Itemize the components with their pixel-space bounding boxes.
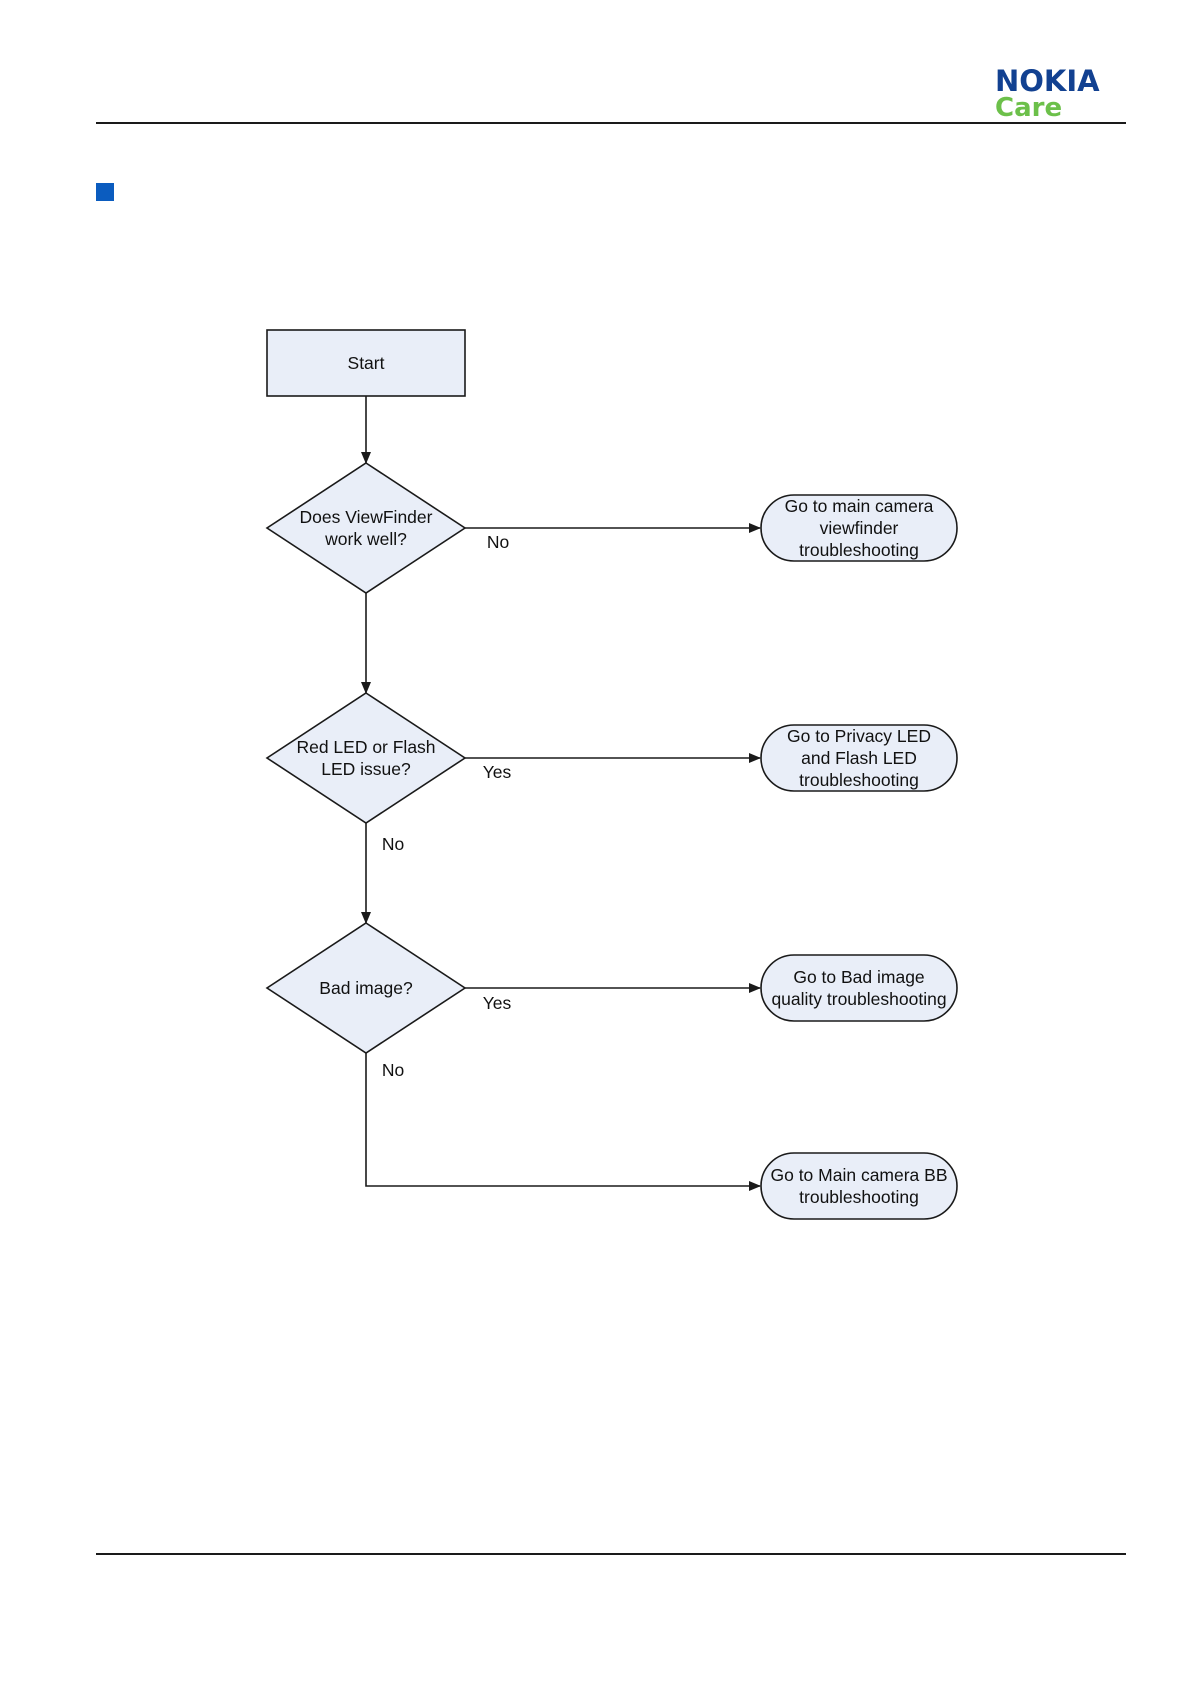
edge-label-q-bad-image-to-go-bad-image: Yes	[483, 993, 512, 1013]
node-text-go-viewfinder-line-0: Go to main camera	[785, 496, 934, 516]
node-text-q-bad-image-line-0: Bad image?	[319, 978, 413, 998]
node-text-start-line-0: Start	[348, 353, 385, 373]
node-q-bad-image: Bad image?	[267, 923, 465, 1053]
edge-label-q-bad-image-to-go-bb: No	[382, 1060, 404, 1080]
node-text-q-viewfinder-line-0: Does ViewFinder	[300, 507, 433, 527]
edge-q-bad-image-to-go-bb	[366, 1053, 760, 1186]
node-text-go-bb-line-0: Go to Main camera BB	[770, 1165, 947, 1185]
node-shape-go-bad-image	[761, 955, 957, 1021]
node-shape-q-led	[267, 693, 465, 823]
node-shape-go-bb	[761, 1153, 957, 1219]
node-text-go-viewfinder-line-2: troubleshooting	[799, 540, 919, 560]
node-go-viewfinder: Go to main cameraviewfindertroubleshooti…	[761, 495, 957, 561]
node-text-go-bad-image-line-0: Go to Bad image	[793, 967, 924, 987]
node-text-go-bad-image-line-1: quality troubleshooting	[771, 989, 946, 1009]
node-text-go-led-line-2: troubleshooting	[799, 770, 919, 790]
edge-label-q-led-to-q-bad-image: No	[382, 834, 404, 854]
node-text-q-led-line-1: LED issue?	[321, 759, 411, 779]
node-text-q-viewfinder-line-1: work well?	[324, 529, 407, 549]
node-text-q-led-line-0: Red LED or Flash	[296, 737, 435, 757]
node-text-go-viewfinder-line-1: viewfinder	[820, 518, 899, 538]
node-text-go-bb-line-1: troubleshooting	[799, 1187, 919, 1207]
node-text-go-led-line-0: Go to Privacy LED	[787, 726, 931, 746]
node-text-go-led-line-1: and Flash LED	[801, 748, 917, 768]
edge-label-q-viewfinder-to-go-viewfinder: No	[487, 532, 509, 552]
node-start: Start	[267, 330, 465, 396]
footer-rule	[96, 1553, 1126, 1555]
edge-label-q-led-to-go-led: Yes	[483, 762, 512, 782]
node-shape-q-viewfinder	[267, 463, 465, 593]
